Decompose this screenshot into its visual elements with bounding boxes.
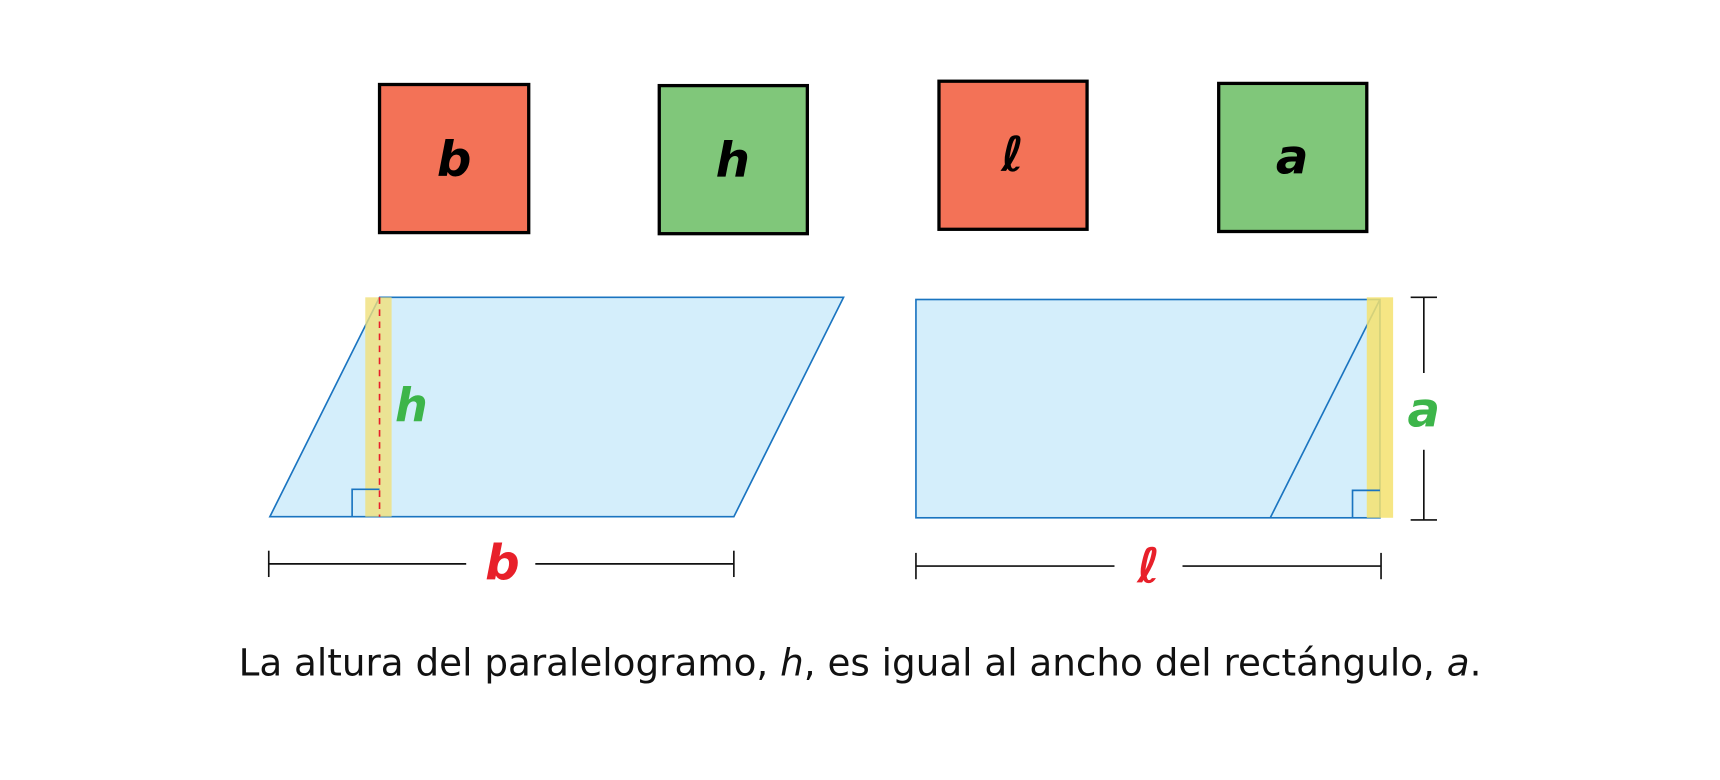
card-l: ℓ xyxy=(937,79,1089,231)
card-h: h xyxy=(657,83,809,236)
base-label: b xyxy=(485,535,520,591)
card-a: a xyxy=(1217,81,1369,234)
caption-var-h: h xyxy=(780,641,804,685)
right-angle-mark xyxy=(1351,489,1380,518)
cut-line xyxy=(1269,299,1381,519)
width-label: a xyxy=(1408,383,1441,439)
base-dimension xyxy=(267,550,735,578)
height-label: h xyxy=(395,378,428,432)
card-b: b xyxy=(377,82,531,235)
right-angle-mark xyxy=(351,488,380,517)
caption-text: La altura del paralelogramo, xyxy=(239,641,781,685)
parallelogram: h xyxy=(268,296,845,518)
card-label: a xyxy=(1276,129,1309,185)
rectangle xyxy=(915,297,1394,519)
width-highlight xyxy=(1366,297,1394,518)
length-label: ℓ xyxy=(1136,539,1160,595)
caption: La altura del paralelogramo, h, es igual… xyxy=(239,641,1482,685)
height-highlight xyxy=(365,297,392,517)
width-dimension xyxy=(1410,296,1437,521)
caption-var-a: a xyxy=(1447,641,1470,685)
card-label: ℓ xyxy=(1000,127,1024,183)
card-label: h xyxy=(716,133,750,189)
caption-text: , es igual al ancho del rectángulo, xyxy=(804,641,1447,685)
caption-text: . xyxy=(1470,641,1482,685)
card-label: b xyxy=(437,132,472,188)
length-dimension xyxy=(915,552,1382,580)
